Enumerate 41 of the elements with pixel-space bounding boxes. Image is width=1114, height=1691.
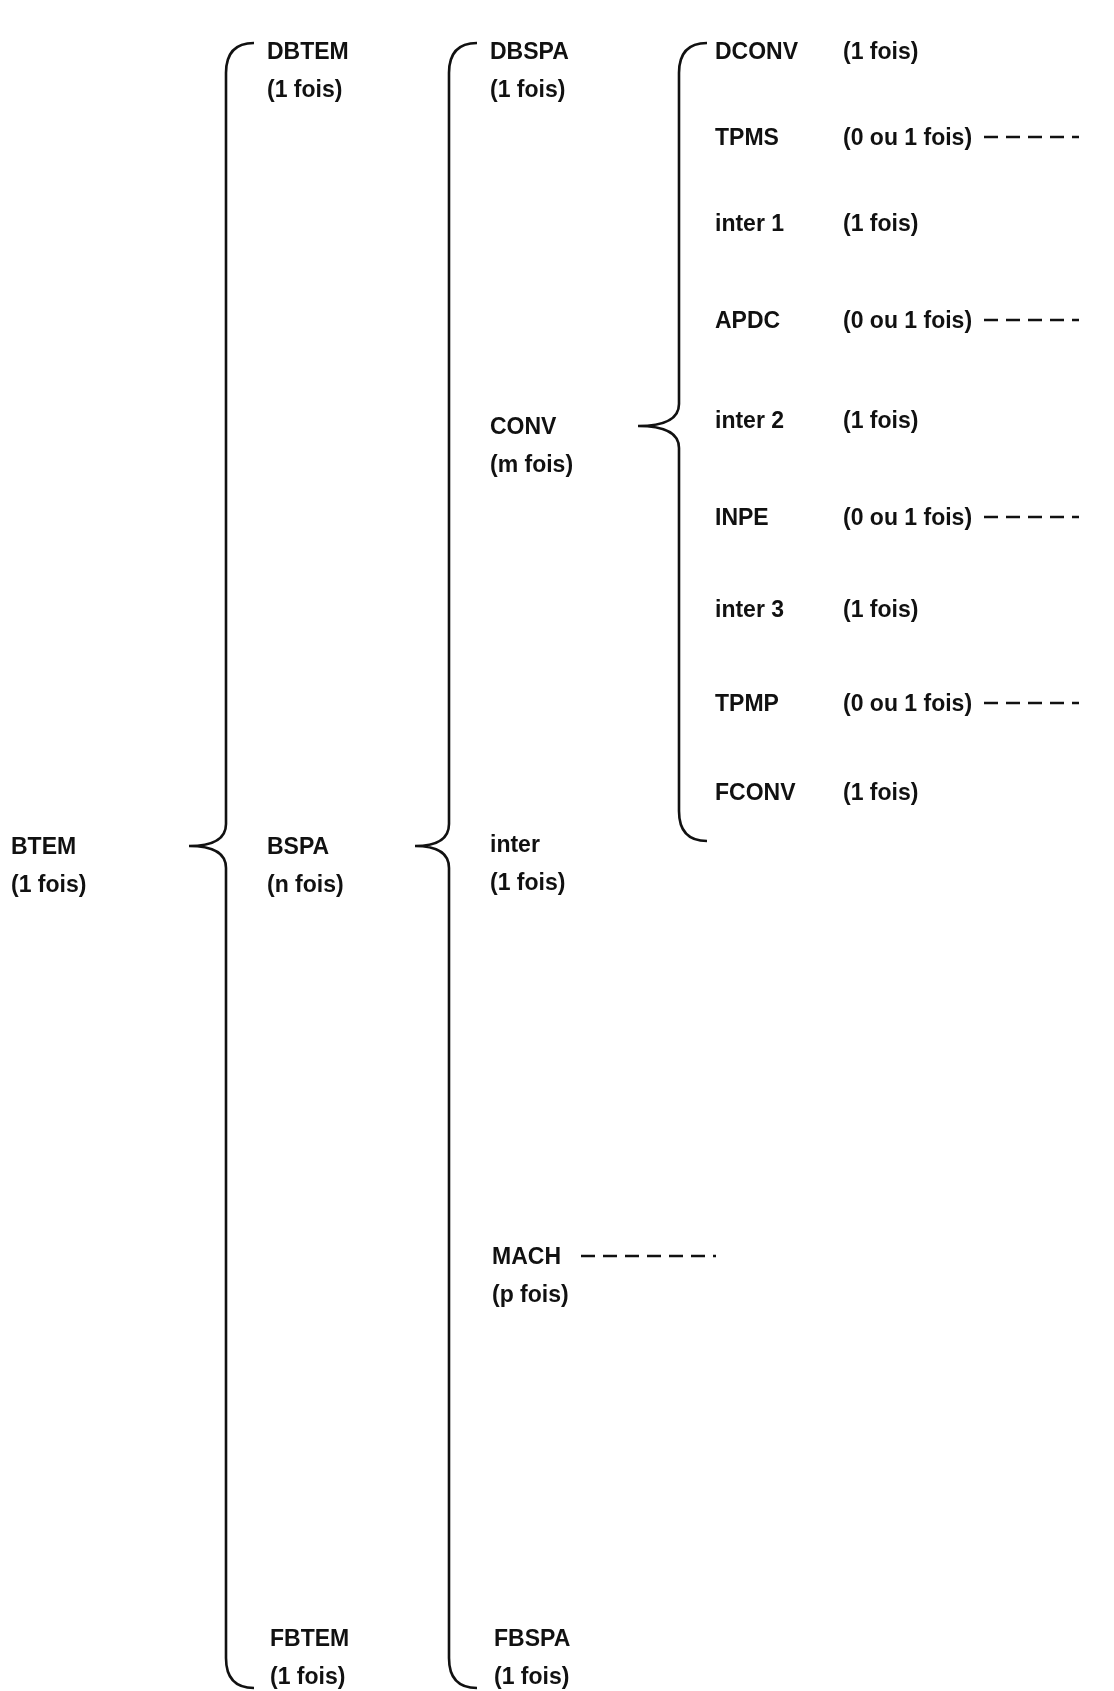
repeat-count: (n fois) — [267, 870, 344, 899]
repeat-count: (1 fois) — [267, 75, 344, 104]
item-name: FBTEM — [270, 1624, 350, 1653]
dashed-line — [984, 135, 1079, 139]
item-name: FCONV — [715, 778, 797, 807]
repeat-count: (m fois) — [490, 450, 574, 479]
repeat-count: (0 ou 1 fois) — [843, 503, 973, 532]
item-name: BTEM — [11, 832, 78, 861]
item-name: inter 2 — [715, 406, 786, 435]
item-name: inter 1 — [715, 209, 786, 238]
dashed-line — [984, 701, 1079, 705]
item-name: DBSPA — [490, 37, 569, 66]
repeat-count: (1 fois) — [843, 778, 919, 807]
repeat-count: (1 fois) — [270, 1662, 347, 1691]
repeat-count: (1 fois) — [843, 406, 919, 435]
item-name: MACH — [492, 1242, 562, 1271]
repeat-count: (1 fois) — [843, 209, 919, 238]
repeat-count: (1 fois) — [490, 75, 567, 104]
repeat-count: (1 fois) — [494, 1662, 571, 1691]
item-name: BSPA — [267, 832, 331, 861]
repeat-count: (1 fois) — [843, 37, 919, 66]
item-name: TPMP — [715, 689, 780, 718]
repeat-count: (1 fois) — [843, 595, 919, 624]
item-name: TPMS — [715, 123, 780, 152]
item-name: inter 3 — [715, 595, 786, 624]
dashed-line — [984, 515, 1079, 519]
item-name: DCONV — [715, 37, 800, 66]
repeat-count: (0 ou 1 fois) — [843, 123, 973, 152]
repeat-count: (1 fois) — [490, 868, 566, 897]
repeat-count: (1 fois) — [11, 870, 87, 899]
item-name: inter — [490, 830, 541, 859]
item-name: APDC — [715, 306, 782, 335]
repeat-count: (p fois) — [492, 1280, 569, 1309]
dashed-line — [581, 1254, 716, 1258]
item-name: DBTEM — [267, 37, 349, 66]
item-name: CONV — [490, 412, 558, 441]
dashed-line — [984, 318, 1079, 322]
item-name: INPE — [715, 503, 770, 532]
item-name: FBSPA — [494, 1624, 571, 1653]
repeat-count: (0 ou 1 fois) — [843, 689, 973, 718]
repeat-count: (0 ou 1 fois) — [843, 306, 973, 335]
